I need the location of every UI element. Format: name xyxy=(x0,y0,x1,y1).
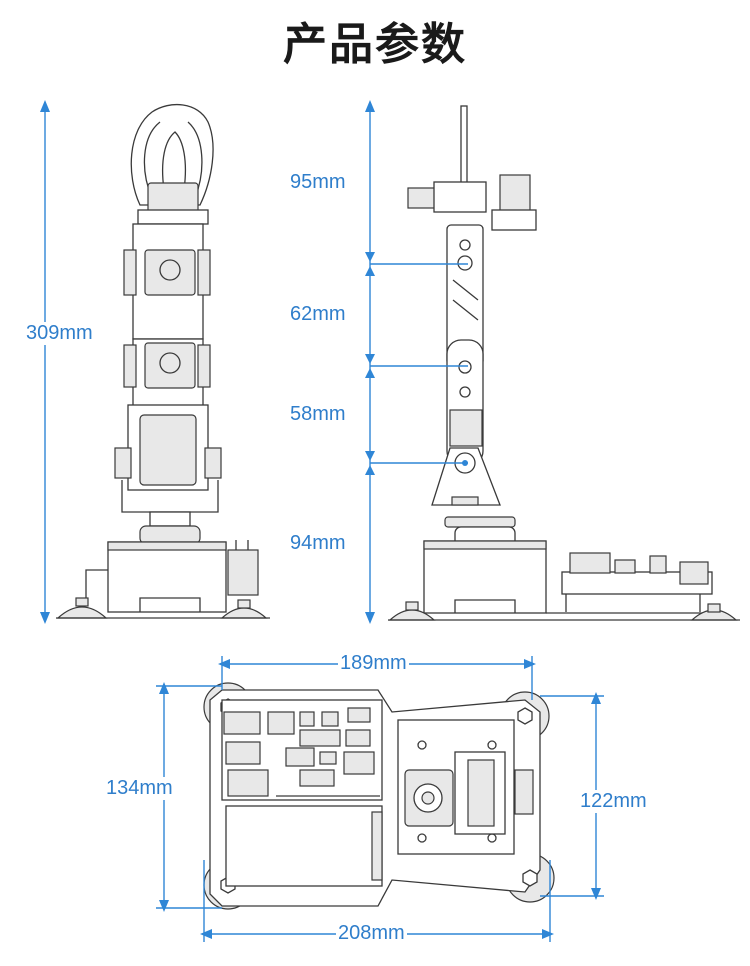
front-view-drawing xyxy=(56,103,270,619)
dim-segment-2-label: 62mm xyxy=(288,303,348,326)
dim-base-width-top-label: 189mm xyxy=(338,652,409,675)
page-title: 产品参数 xyxy=(283,19,467,70)
dim-base-depth-right-label: 122mm xyxy=(578,790,649,813)
dim-segment-3-label: 58mm xyxy=(288,403,348,426)
dim-total-height-label: 309mm xyxy=(24,322,95,345)
dimension-lines xyxy=(40,100,604,942)
dim-base-width-bottom-label: 208mm xyxy=(336,922,407,945)
side-view-drawing xyxy=(388,105,740,621)
dim-segment-1-label: 95mm xyxy=(288,171,348,194)
dim-segment-4-label: 94mm xyxy=(288,532,348,555)
dim-base-depth-left-label: 134mm xyxy=(104,777,175,800)
top-view-drawing xyxy=(203,682,555,910)
